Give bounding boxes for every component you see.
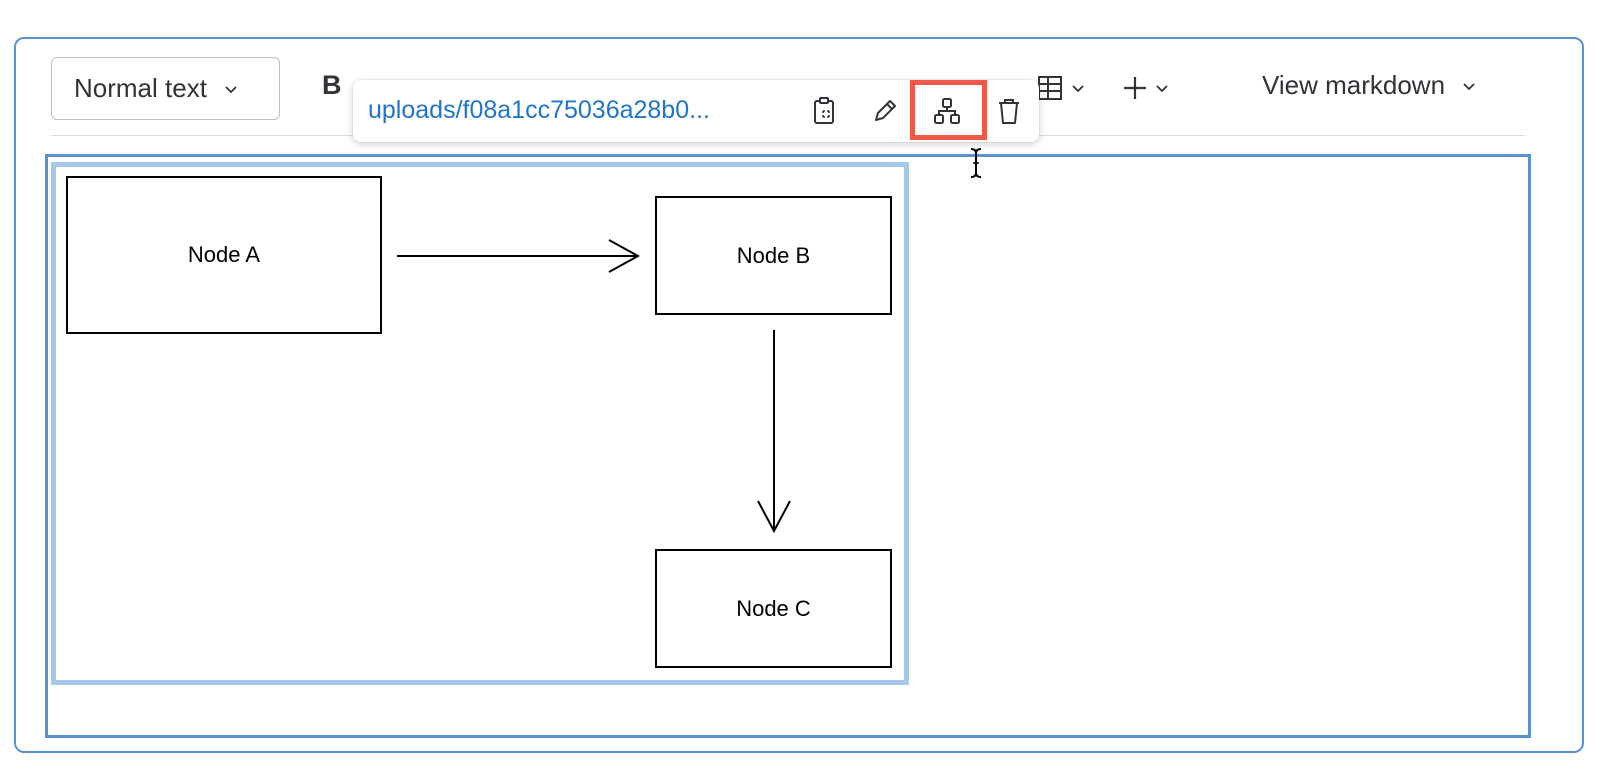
delete-button[interactable] bbox=[986, 88, 1032, 134]
insert-more-button[interactable] bbox=[1120, 73, 1174, 103]
view-markdown-dropdown[interactable]: View markdown bbox=[1262, 70, 1479, 101]
chevron-down-icon bbox=[1463, 82, 1475, 90]
diagram-node-c: Node C bbox=[655, 549, 892, 668]
bold-button[interactable]: B bbox=[322, 70, 342, 100]
diagram-node-b: Node B bbox=[655, 196, 892, 315]
node-label: Node C bbox=[736, 595, 811, 621]
image-link[interactable]: uploads/f08a1cc75036a28b0... bbox=[368, 96, 710, 124]
diagram-icon bbox=[934, 98, 960, 124]
view-markdown-label: View markdown bbox=[1262, 70, 1446, 100]
text-cursor-icon bbox=[970, 148, 982, 178]
node-label: Node A bbox=[187, 242, 261, 267]
node-label: Node B bbox=[736, 242, 811, 268]
edit-diagram-button[interactable] bbox=[924, 88, 970, 134]
image-popover: uploads/f08a1cc75036a28b0... bbox=[353, 80, 1039, 142]
trash-icon bbox=[999, 99, 1019, 124]
chevron-down-icon bbox=[1072, 85, 1084, 93]
text-style-label: Normal text bbox=[74, 73, 207, 103]
text-style-dropdown[interactable]: Normal text bbox=[51, 57, 280, 120]
edit-button[interactable] bbox=[862, 88, 908, 134]
copy-source-button[interactable] bbox=[802, 88, 848, 134]
chevron-down-icon bbox=[225, 85, 237, 93]
chevron-down-icon bbox=[1156, 85, 1168, 93]
pencil-icon bbox=[875, 100, 896, 121]
copy-icon bbox=[814, 97, 834, 124]
insert-table-button[interactable] bbox=[1034, 73, 1088, 103]
table-icon bbox=[1038, 76, 1062, 100]
plus-icon bbox=[1124, 77, 1146, 99]
diagram-node-a: Node A bbox=[66, 176, 382, 334]
